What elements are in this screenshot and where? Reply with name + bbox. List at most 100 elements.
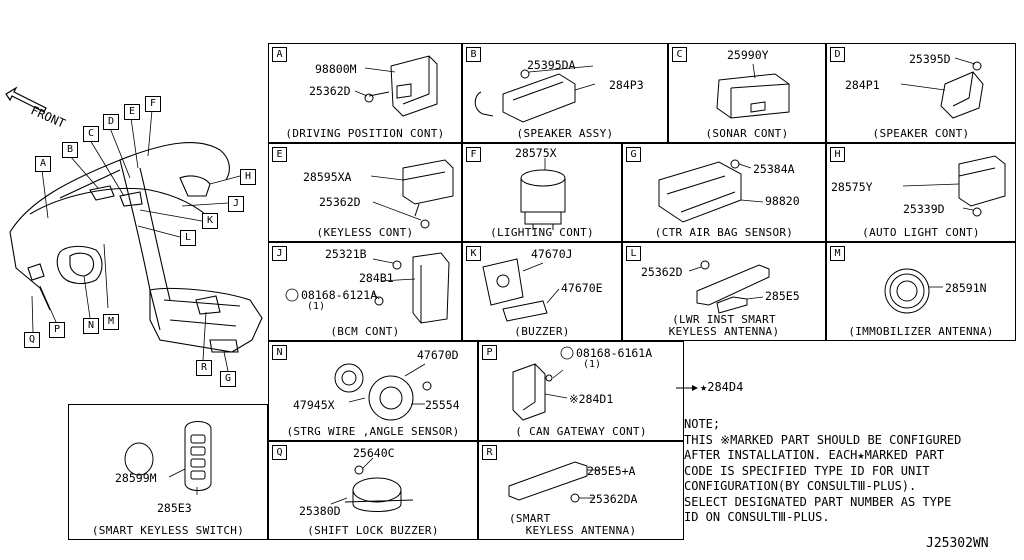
part-number: 25640C [353,446,395,460]
cell-caption: (AUTO LIGHT CONT) [862,226,980,239]
cell-l-lwr-inst-smart-keyless-antenna: L 25362D 285E5 (LWR INST SMART KEYLESS A… [622,242,826,341]
smart-keyless-antenna-illustration [508,461,601,503]
callout-l: L [180,230,196,246]
part-number: (1) [583,359,602,370]
part-number: 25554 [425,398,460,412]
part-number: 28591N [945,281,987,295]
cell-key: N [272,345,287,360]
strg-wire-angle-sensor-illustration [334,363,432,421]
cell-k-buzzer: K 47670J 47670E (BUZZER) [462,242,622,341]
callout-q: Q [24,332,40,348]
part-number: 285E5+A [587,464,636,478]
part-number: 25362D [641,265,683,279]
cell-key: B [466,47,481,62]
cell-caption: (LIGHTING CONT) [490,226,594,239]
callout-j: J [228,196,244,212]
cell-caption: (CTR AIR BAG SENSOR) [654,226,794,239]
part-number: 08168-6121A [301,288,378,302]
part-number: 285E3 [157,501,192,515]
lwr-inst-antenna-illustration [688,260,770,314]
note-line: AFTER INSTALLATION. EACH★MARKED PART [684,448,945,462]
drawing-id: J25302WN [926,536,989,551]
callout-h: H [240,169,256,185]
part-number: 25990Y [727,48,769,62]
speaker-assy-illustration [474,65,596,123]
part-number: 25395D [909,52,951,66]
cell-caption: (BCM CONT) [330,325,400,338]
part-number: 25339D [903,202,945,216]
part-number: 25362DA [589,492,638,506]
cell-b-speaker-assy: B 25395DA 284P3 (SPEAKER ASSY) [462,43,668,143]
part-number: 47670D [417,348,459,362]
note-line: THIS ※MARKED PART SHOULD BE CONFIGURED [684,432,962,447]
part-number: 28599M [115,471,157,485]
cell-caption: (IMMOBILIZER ANTENNA) [848,325,994,338]
part-number: 25380D [299,504,341,518]
callout-r: R [196,360,212,376]
cell-key: E [272,147,287,162]
lighting-cont-illustration [520,158,566,230]
part-number: 284B1 [359,271,394,285]
callout-f: F [145,96,161,112]
callout-b: B [62,142,78,158]
cell-caption-line2: KEYLESS ANTENNA) [668,325,780,338]
keyless-cont-illustration [370,159,454,229]
bcm-cont-illustration [285,252,450,324]
part-number: 28575Y [831,180,873,194]
sonar-cont-illustration [716,63,790,119]
cell-smart-keyless-switch: 28599M 285E3 (SMART KEYLESS SWITCH) [68,404,268,540]
part-number: 98820 [765,194,800,208]
part-number: 284P3 [609,78,644,92]
cell-caption: (SPEAKER ASSY) [516,127,614,140]
smart-key-fob-illustration [124,421,212,495]
cell-key: H [830,147,845,162]
cell-key: D [830,47,845,62]
cell-h-auto-light-cont: H 28575Y 25339D (AUTO LIGHT CONT) [826,143,1016,242]
cell-e-keyless-cont: E 28595XA 25362D (KEYLESS CONT) [268,143,462,242]
cell-r-smart-keyless-antenna: R 285E5+A 25362DA (SMART KEYLESS ANTENNA… [478,441,684,540]
cell-caption: (DRIVING POSITION CONT) [285,127,445,140]
cell-key: J [272,246,287,261]
cell-caption: (SMART [509,512,551,525]
can-gateway-cont-illustration [512,346,574,421]
callout-d: D [103,114,119,130]
cell-g-ctr-air-bag-sensor: G 25384A 98820 (CTR AIR BAG SENSOR) [622,143,826,242]
shift-lock-buzzer-illustration [330,457,414,512]
part-number: 284P1 [845,78,880,92]
note-line: CONFIGURATION(BY CONSULTⅢ-PLUS). [684,479,917,493]
configuration-note: NOTE; THIS ※MARKED PART SHOULD BE CONFIG… [684,417,961,526]
callout-n: N [83,318,99,334]
cell-key: P [482,345,497,360]
cell-key: A [272,47,287,62]
cell-caption: (LWR INST SMART [672,313,776,326]
cell-caption-line2: KEYLESS ANTENNA) [525,524,637,537]
part-number: 25362D [309,84,351,98]
cell-a-driving-position-cont: A 98800M 25362D (DRIVING POSITION CONT) [268,43,462,143]
callout-g: G [220,371,236,387]
cell-p-can-gateway-cont: P 08168-6161A (1) ※284D1 ( CAN GATEWAY C… [478,341,684,441]
part-number: 98800M [315,62,357,76]
cell-caption: (BUZZER) [514,325,570,338]
part-number: 28575X [515,146,557,160]
cell-key: K [466,246,481,261]
ctr-air-bag-sensor-illustration [658,159,764,223]
part-number: 08168-6161A [576,346,653,360]
auto-light-cont-illustration [902,155,1006,217]
cell-m-immobilizer-antenna: M 28591N (IMMOBILIZER ANTENNA) [826,242,1016,341]
part-number: 47670J [531,247,573,261]
callout-c: C [83,126,99,142]
cell-d-speaker-cont: D 25395D 284P1 (SPEAKER CONT) [826,43,1016,143]
cell-caption: (STRG WIRE ,ANGLE SENSOR) [286,425,460,438]
cell-key: G [626,147,641,162]
part-number: (1) [307,301,326,312]
callout-p: P [49,322,65,338]
cell-caption: ( CAN GATEWAY CONT) [515,425,647,438]
front-arrow-icon [5,86,47,113]
driving-position-cont-illustration [354,55,438,117]
cell-caption: (SMART KEYLESS SWITCH) [91,524,245,537]
cell-n-strg-wire-angle-sensor: N 47670D 47945X 25554 (STRG WIRE ,ANGLE … [268,341,478,441]
cell-c-sonar-cont: C 25990Y (SONAR CONT) [668,43,826,143]
cell-key: Q [272,445,287,460]
callout-a: A [35,156,51,172]
